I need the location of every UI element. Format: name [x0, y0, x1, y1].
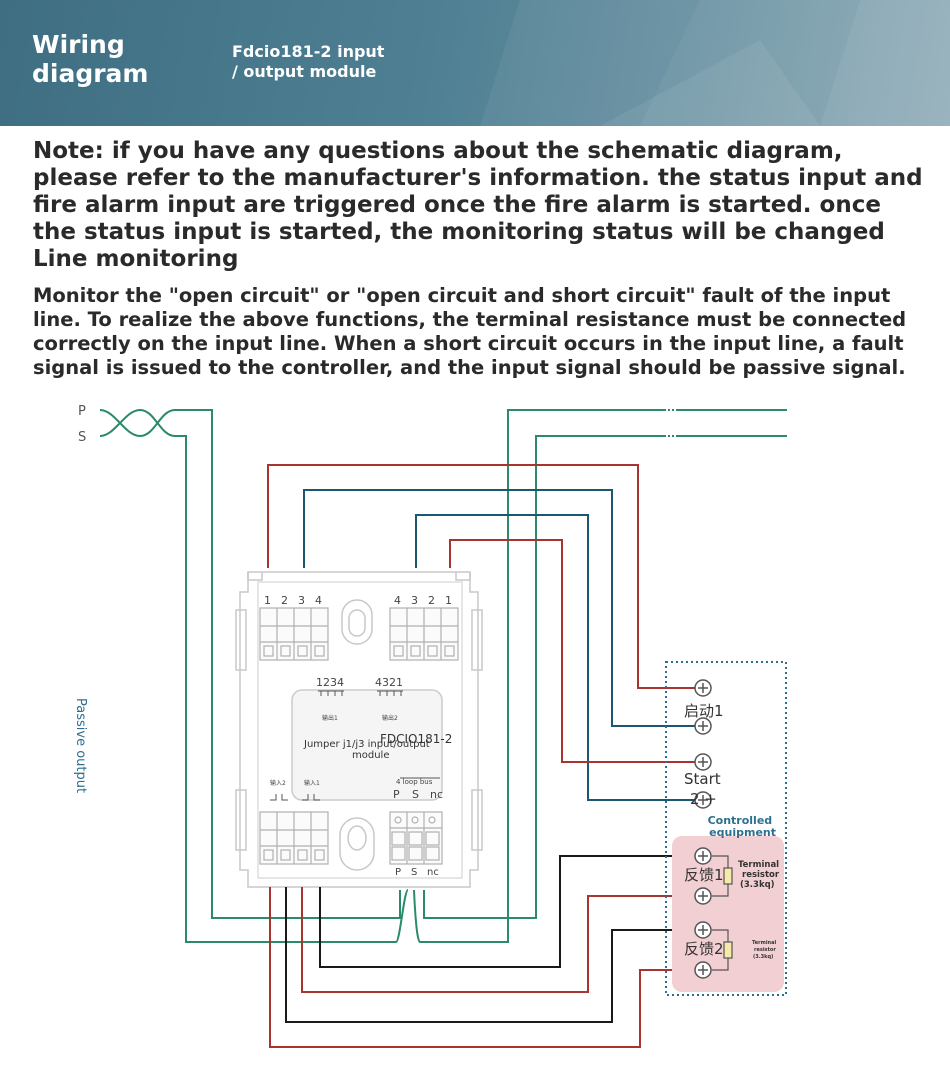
- s-label: S: [78, 430, 86, 445]
- bottom-term-nc: nc: [427, 867, 439, 878]
- feedback1-label: 反馈1: [684, 866, 724, 884]
- input-left-a-label: 输入2: [270, 779, 286, 787]
- output-right-label: 输出2: [382, 714, 398, 722]
- top-right-terminal-1: 1: [445, 594, 452, 607]
- top-terminal-block-left: [259, 607, 329, 661]
- header-subtitle: Fdcio181-2 input/ output module: [232, 42, 385, 81]
- top-left-terminal-3: 3: [298, 594, 305, 607]
- wiring-diagram: 1 2 3 4 4 3 2 1 1234 4321 输出1 输出2 FDCIO1…: [73, 404, 787, 1048]
- controlled-equipment-label: Controlled equipment: [708, 814, 776, 839]
- wires: [99, 408, 787, 1048]
- note-text: Note: if you have any questions about th…: [33, 138, 923, 272]
- screw-crosses: [698, 683, 708, 975]
- loop-term-nc: nc: [430, 788, 443, 801]
- bottom-terminal-block-right: [389, 811, 443, 865]
- terminal-resistor-2-label: Terminal resistor (3.3kq): [752, 940, 778, 960]
- input-left-b-label: 输入1: [304, 779, 320, 787]
- jumper-left-label: 1234: [316, 676, 344, 689]
- controlled-equipment-box: [665, 661, 787, 996]
- terminal-resistor-1-label: Terminal resistor (3.3kq): [738, 860, 782, 890]
- module-name: FDCIO181-2: [380, 732, 452, 746]
- jumper-symbols: [270, 690, 440, 801]
- header-pattern: [480, 0, 950, 126]
- feedback2-label: 反馈2: [684, 940, 724, 958]
- passive-output-label: Passive output: [73, 698, 88, 793]
- bottom-term-p: P: [395, 867, 401, 878]
- jumper-right-label: 4321: [375, 676, 403, 689]
- top-left-terminal-1: 1: [264, 594, 271, 607]
- bottom-terminal-block-left: [259, 811, 329, 865]
- wire-break-marks: [666, 408, 678, 438]
- top-left-terminal-4: 4: [315, 594, 322, 607]
- top-terminal-block-right: [389, 607, 459, 661]
- loop-term-p: P: [393, 788, 400, 801]
- module-description: Jumper j1/j3 input/output module: [303, 739, 433, 761]
- top-right-terminal-4: 4: [394, 594, 401, 607]
- top-right-terminal-3: 3: [411, 594, 418, 607]
- start2-label-a: Start: [684, 770, 721, 788]
- description-text: Monitor the "open circuit" or "open circ…: [33, 284, 907, 379]
- feedback-panel: [672, 836, 784, 992]
- start2-label-b: 2 +: [690, 790, 717, 808]
- loop-bus-label: 4 loop bus: [396, 778, 433, 786]
- top-right-terminal-2: 2: [428, 594, 435, 607]
- p-label: P: [78, 404, 86, 419]
- output-left-label: 输出1: [322, 714, 338, 722]
- loop-term-s: S: [412, 788, 419, 801]
- start1-label: 启动1: [684, 702, 724, 720]
- terminal-resistor-symbols: [712, 855, 733, 971]
- bottom-term-s: S: [411, 867, 417, 878]
- top-left-terminal-2: 2: [281, 594, 288, 607]
